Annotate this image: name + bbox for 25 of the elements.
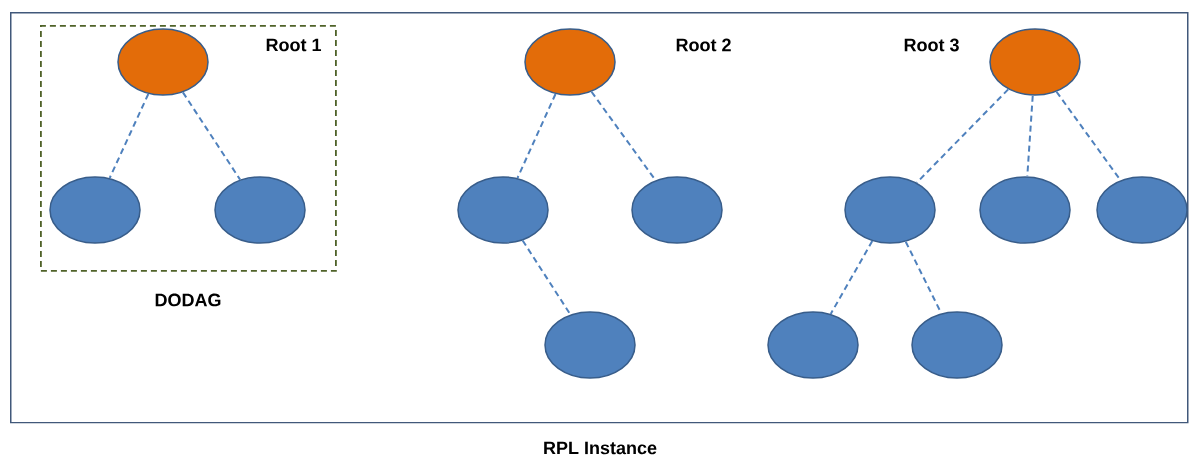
connector-line (915, 88, 1010, 184)
connector-line (1026, 94, 1034, 178)
tree-node (1096, 176, 1188, 244)
node-label: RPL Instance (544, 441, 657, 455)
root-label: Root 2 (676, 38, 731, 52)
root-node (117, 28, 209, 96)
connector-line (521, 239, 572, 316)
root-label: Root 3 (904, 38, 959, 52)
tree-node (767, 311, 859, 379)
root-node (989, 28, 1081, 96)
connector-line (181, 91, 242, 181)
tree-node (844, 176, 936, 244)
tree-node (49, 176, 141, 244)
root-label: Root 1 (266, 38, 322, 52)
node-label: DODAG (155, 293, 221, 307)
connector-line (516, 93, 557, 179)
tree-node (979, 176, 1071, 244)
tree-node (214, 176, 306, 244)
root-node (524, 28, 616, 96)
connector-line (829, 240, 874, 315)
tree-node (544, 311, 636, 379)
tree-node (911, 311, 1003, 379)
tree-node (631, 176, 723, 244)
connector-line (108, 92, 150, 180)
tree-node (457, 176, 549, 244)
